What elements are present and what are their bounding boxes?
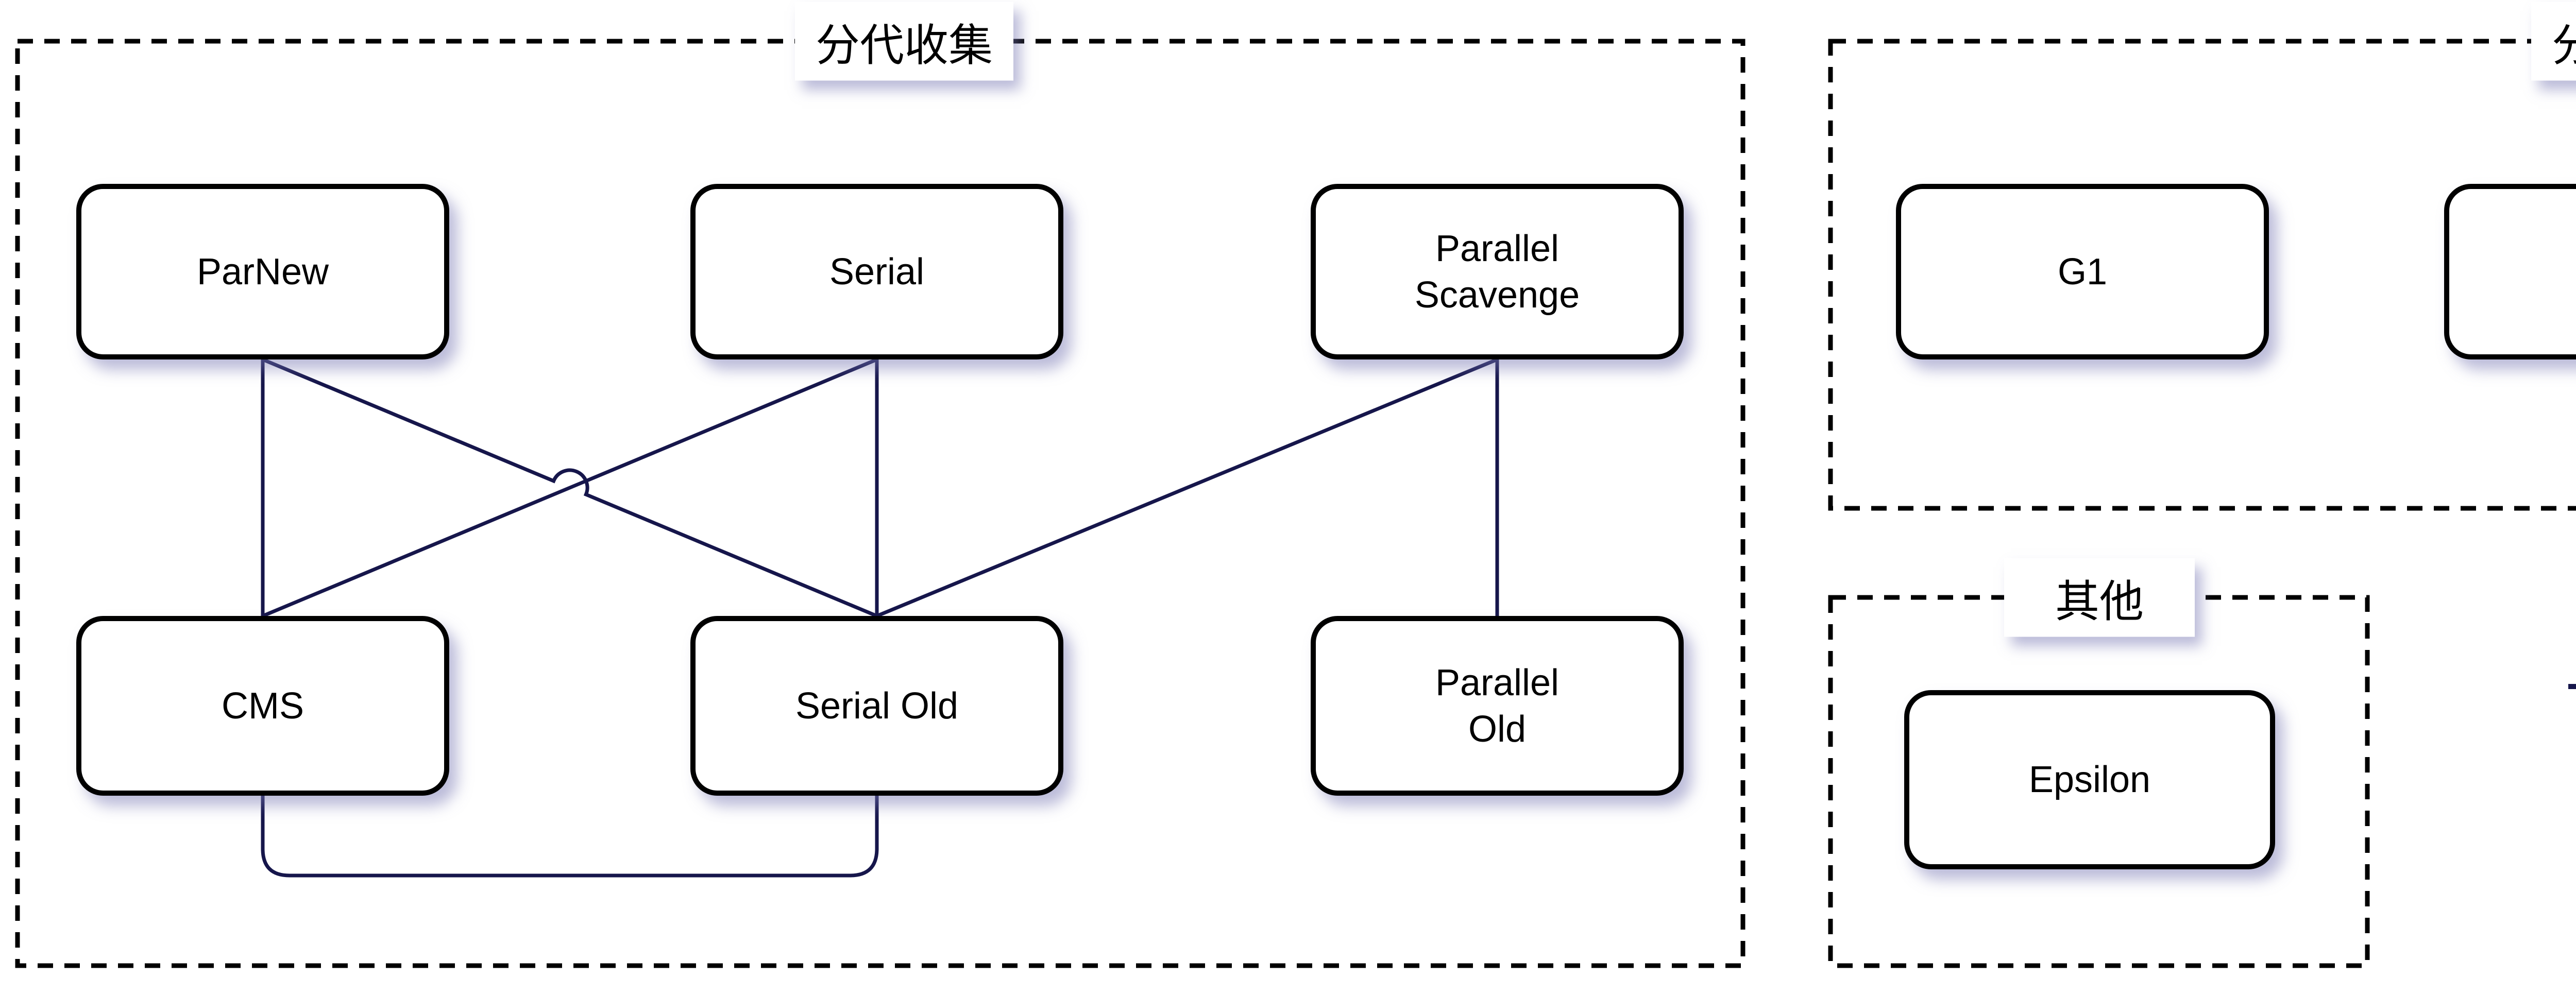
node-epsilon: Epsilon	[1904, 690, 2275, 869]
node-serial-label: Serial	[829, 249, 924, 295]
node-label-line: Epsilon	[2028, 759, 2151, 800]
node-parnew: ParNew	[76, 184, 449, 359]
node-label-line: ParNew	[196, 251, 329, 293]
node-label-line: Serial Old	[795, 685, 959, 727]
node-parallel-scavenge: Parallel Scavenge	[1311, 184, 1684, 359]
node-serial-old-label: Serial Old	[795, 683, 958, 729]
group-label-generational: 分代收集	[795, 2, 1013, 81]
edge-pscavenge-serialold	[876, 357, 1498, 618]
node-label-line: Old	[1468, 708, 1527, 750]
node-g1: G1	[1896, 184, 2269, 359]
node-label-line: Parallel	[1435, 228, 1560, 269]
node-label-line: Parallel	[1435, 662, 1560, 704]
node-parallel-old: Parallel Old	[1311, 616, 1684, 796]
node-label-line: G1	[2057, 251, 2108, 293]
node-label-line: CMS	[222, 685, 304, 727]
node-label-line: Scavenge	[1414, 274, 1580, 316]
node-parnew-label: ParNew	[197, 249, 329, 295]
group-label-other: 其他	[2004, 558, 2195, 637]
node-epsilon-label: Epsilon	[2029, 757, 2150, 803]
node-serial: Serial	[690, 184, 1063, 359]
node-serial-old: Serial Old	[690, 616, 1063, 796]
node-cms-label: CMS	[222, 683, 304, 729]
node-label-line: Serial	[829, 251, 925, 293]
node-cms: CMS	[76, 616, 449, 796]
edge-cms-serialold	[261, 796, 879, 878]
node-parallel-scavenge-label: Parallel Scavenge	[1415, 226, 1580, 318]
node-zgc: ZGC	[2444, 184, 2576, 359]
edge-serial-cms	[262, 357, 878, 618]
node-g1-label: G1	[2058, 249, 2107, 295]
group-label-regional: 分区收集	[2531, 2, 2576, 81]
group-box-generational	[15, 39, 1745, 968]
edge-parnew-serialold	[262, 357, 878, 618]
node-parallel-old-label: Parallel Old	[1435, 660, 1559, 752]
